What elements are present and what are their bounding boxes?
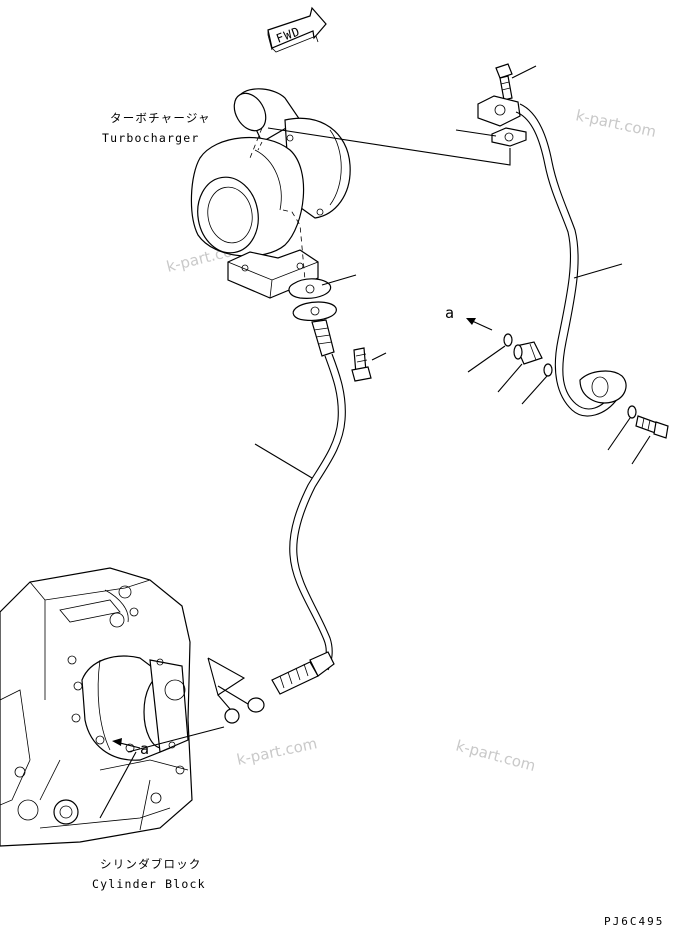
union-connector <box>513 341 543 365</box>
bolt-drain-flange <box>351 347 372 382</box>
watermark: k-part.com <box>235 734 319 769</box>
washer-upper <box>543 363 553 377</box>
leader-union <box>497 363 523 393</box>
banjo-bolt <box>635 415 669 439</box>
leader-block-port-down <box>99 751 137 819</box>
reference-arrow-a-lower <box>112 738 141 749</box>
washer-lower <box>627 405 637 419</box>
drain-pipe-connector <box>247 651 335 713</box>
leader-banjo-bolt <box>631 435 651 465</box>
drain-pipe-flange <box>292 301 337 357</box>
leader-upper-gasket <box>455 129 497 137</box>
leader-feed-pipe <box>573 263 623 279</box>
leader-gasket <box>321 274 357 286</box>
cylinder-block-label-jp: シリンダブロック <box>100 857 202 871</box>
cylinder-block-drawing <box>0 567 193 847</box>
connector-line-turbo-upper <box>267 127 511 166</box>
gasket-turbo-lower <box>288 278 332 299</box>
leader-bolt <box>371 352 387 361</box>
reference-arrow-a-upper <box>466 318 493 331</box>
leader-washer-upper <box>521 375 548 405</box>
reference-label-a-upper: a <box>445 304 455 322</box>
turbocharger-label-jp: ターボチャージャ <box>110 111 211 125</box>
reference-label-a-lower: a <box>140 740 150 758</box>
o-ring-small <box>503 333 513 347</box>
leader-o-ring <box>467 345 506 373</box>
oil-drain-pipe <box>289 353 346 671</box>
leader-block-port <box>127 726 225 753</box>
leader-drain-pipe <box>254 443 313 479</box>
turbocharger-drawing <box>190 88 351 299</box>
leader-washer-lower <box>607 417 631 451</box>
oil-feed-pipe-assembly <box>477 63 627 417</box>
watermark: k-part.com <box>574 106 658 141</box>
drawing-code: PJ6C495 <box>604 915 664 928</box>
fwd-arrow-icon: FWD <box>267 6 327 53</box>
leader-bracket-lower <box>207 657 249 724</box>
leader-upper-bolt <box>511 65 537 79</box>
watermark: k-part.com <box>454 736 538 775</box>
turbocharger-label-en: Turbocharger <box>102 131 199 145</box>
cylinder-block-label-en: Cylinder Block <box>92 877 206 891</box>
